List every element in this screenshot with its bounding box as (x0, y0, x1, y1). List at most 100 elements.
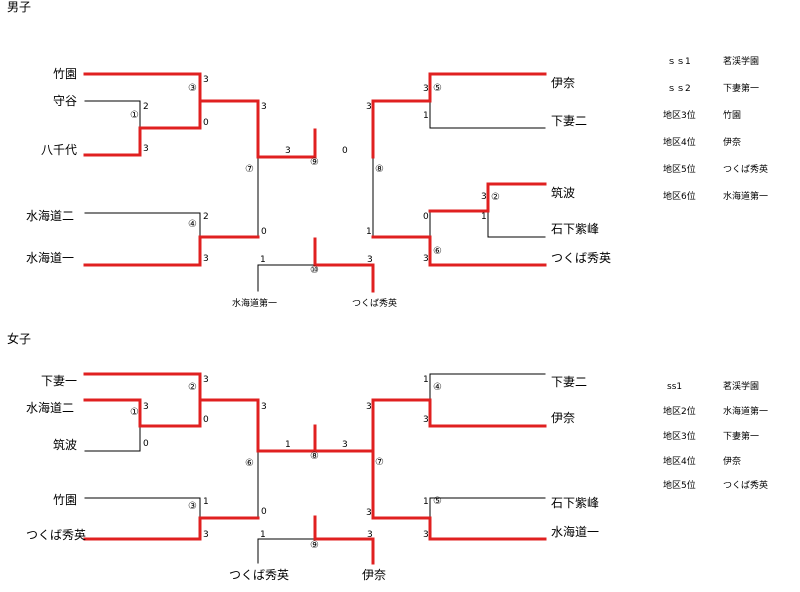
girls-win-line (313, 424, 375, 520)
boys-win-line (371, 72, 547, 159)
match-number: ⑤ (433, 83, 442, 94)
rank-label: ｓｓ1 (667, 57, 691, 67)
score: 3 (203, 375, 209, 385)
score: 1 (481, 212, 487, 222)
third-place-team: 水海道第一 (232, 299, 278, 309)
match-number: ④ (433, 382, 442, 393)
team-name: 水海道二 (26, 209, 75, 223)
rank-team: 下妻第一 (723, 432, 760, 442)
match-number: ③ (188, 83, 197, 94)
team-name: 伊奈 (551, 76, 576, 90)
rank-label: 地区3位 (663, 111, 696, 121)
rank-label: 地区5位 (663, 165, 696, 175)
boys-win-line (83, 72, 202, 103)
girls-line (257, 538, 316, 564)
girls-win-line (83, 398, 202, 428)
team-name: 石下紫峰 (551, 496, 600, 510)
team-name: つくば秀英 (551, 251, 612, 265)
rank-team: 伊奈 (723, 138, 742, 148)
score: 0 (423, 212, 429, 222)
score: 3 (366, 102, 372, 112)
team-name: 伊奈 (551, 411, 576, 425)
rank-label: ｓｓ2 (667, 84, 691, 94)
score: 3 (285, 146, 291, 156)
team-name: 水海道二 (26, 401, 75, 415)
team-name: 水海道一 (551, 525, 600, 539)
score: 3 (143, 144, 149, 154)
score: 3 (143, 402, 149, 412)
match-number: ⑥ (245, 458, 254, 469)
score: 3 (203, 530, 209, 540)
score: 0 (261, 227, 267, 237)
match-number: ⑦ (245, 164, 254, 175)
match-number: ① (130, 110, 139, 121)
score: 1 (423, 375, 429, 385)
score: 3 (366, 402, 372, 412)
score: 1 (203, 497, 209, 507)
rank-label: 地区2位 (663, 407, 696, 417)
score: 3 (203, 254, 209, 264)
boys-win-line (428, 182, 547, 213)
team-name: 下妻一 (41, 374, 78, 388)
boys-win-line (83, 235, 260, 267)
rank-label: 地区6位 (663, 192, 696, 202)
rank-label: ss1 (667, 382, 683, 392)
score: 3 (367, 255, 373, 265)
girls-line (84, 497, 201, 519)
score: 1 (285, 440, 291, 450)
boys-line (257, 264, 316, 292)
match-number: ⑥ (433, 246, 442, 257)
team-name: 守谷 (53, 94, 78, 108)
rank-team: 水海道第一 (723, 192, 769, 202)
score: 3 (261, 102, 267, 112)
score: 3 (342, 440, 348, 450)
team-name: 下妻二 (551, 375, 588, 389)
match-number: ③ (188, 501, 197, 512)
third-place-team: つくば秀英 (352, 299, 398, 309)
rank-team: つくば秀英 (723, 481, 769, 491)
rank-team: 茗渓学園 (723, 57, 760, 67)
match-number: ② (188, 382, 197, 393)
rank-label: 地区4位 (663, 138, 696, 148)
girls-win-line (371, 516, 547, 541)
score: 0 (203, 118, 209, 128)
score: 2 (143, 102, 149, 112)
rank-label: 地区4位 (663, 457, 696, 467)
boys-win-line (83, 99, 317, 159)
rank-team: 竹園 (723, 111, 742, 121)
boys-line (487, 210, 546, 238)
boys-line (84, 100, 141, 129)
girls-win-line (83, 372, 317, 453)
score: 0 (203, 415, 209, 425)
score: 3 (481, 192, 487, 202)
score: 1 (366, 227, 372, 237)
girls-section-title: 女子 (7, 332, 32, 346)
match-number: ⑨ (310, 157, 319, 168)
team-name: 竹園 (53, 493, 78, 507)
team-name: 筑波 (53, 438, 78, 452)
boys-section-title: 男子 (7, 0, 32, 14)
rank-team: 水海道第一 (723, 407, 769, 417)
third-place-team: つくば秀英 (229, 568, 290, 582)
rank-team: 茗渓学園 (723, 382, 760, 392)
score: 3 (261, 402, 267, 412)
team-name: 水海道一 (26, 251, 75, 265)
score: 2 (203, 212, 209, 222)
score: 0 (143, 439, 149, 449)
third-place-team: 伊奈 (362, 568, 387, 582)
score: 3 (423, 84, 429, 94)
match-number: ④ (188, 219, 197, 230)
girls-line (84, 425, 141, 452)
boys-win-line (371, 235, 547, 267)
score: 3 (423, 415, 429, 425)
score: 3 (367, 530, 373, 540)
team-name: 竹園 (53, 67, 78, 81)
score: 1 (423, 497, 429, 507)
boys-line (429, 100, 546, 129)
score: 3 (366, 508, 372, 518)
girls-win-line (371, 398, 547, 453)
team-name: つくば秀英 (26, 528, 87, 542)
match-number: ⑨ (310, 540, 319, 551)
rank-label: 地区5位 (663, 481, 696, 491)
